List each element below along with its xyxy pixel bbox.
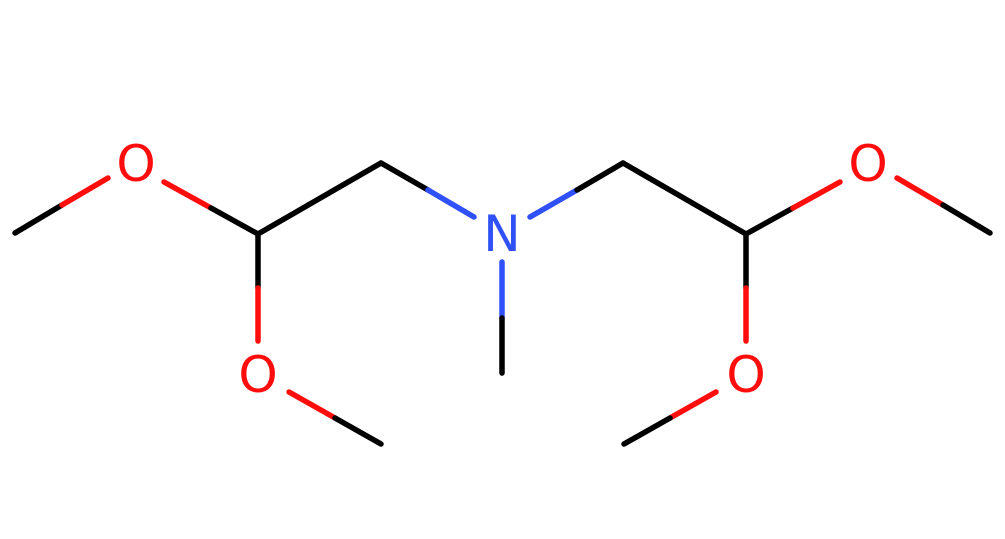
atom-n-label: N [483,205,520,263]
bond-c1-c2 [255,160,384,237]
bond-o3-methyl-right [894,175,993,236]
bond-o4-methyl-bottom-right [621,389,719,447]
bond-o1-c1 [161,179,261,237]
bond-n-c3 [527,160,626,220]
atom-o3-label: O [848,135,887,193]
atom-o2-label: O [238,346,277,404]
bond-c2-n [378,160,477,220]
bond-c3-c4 [620,160,749,237]
bond-methyl-left-o1 [12,175,111,236]
bond-c4-o3 [743,179,843,237]
bond-o2-methyl-bottom-left [286,389,384,447]
bonds [12,160,993,447]
atom-o4-label: O [726,346,765,404]
atom-labels: O O N O O [116,135,887,404]
atom-o1-label: O [116,135,155,193]
